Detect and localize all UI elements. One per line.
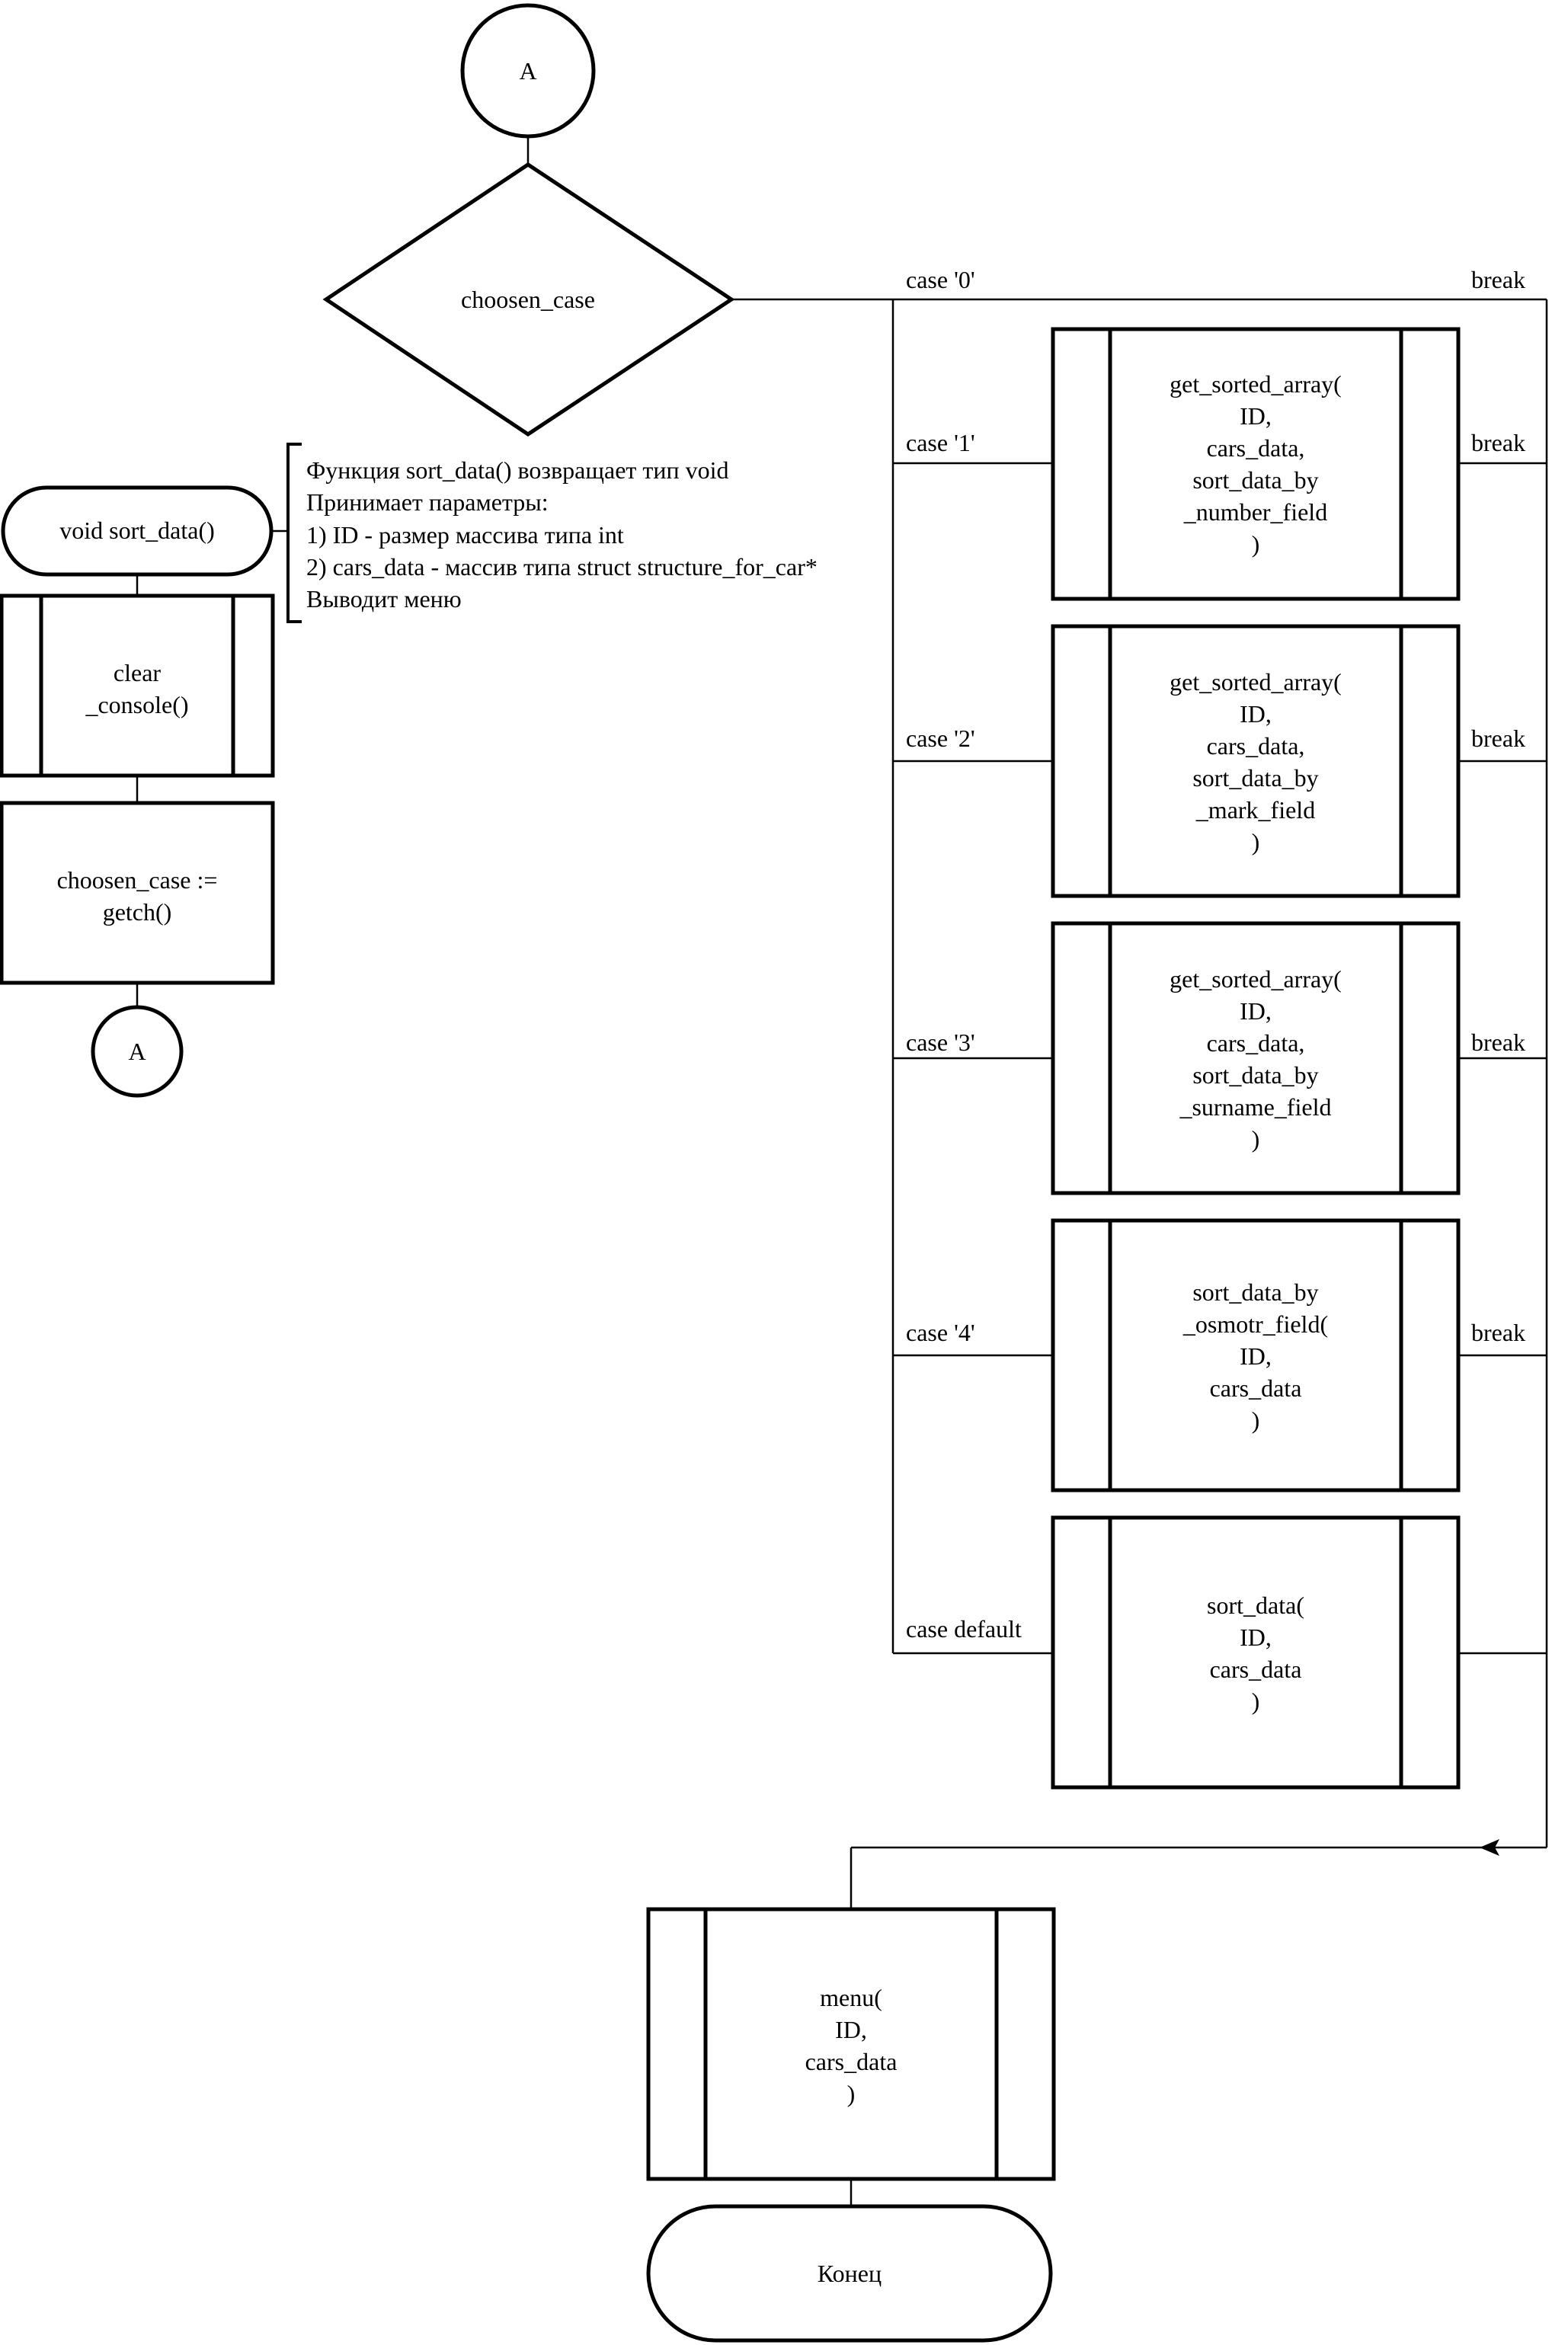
case-1-process xyxy=(1051,327,1461,601)
assign-process xyxy=(0,801,275,985)
comment-line-2: Принимает параметры: xyxy=(306,488,549,516)
case-2-process xyxy=(1051,624,1461,898)
case-4-process xyxy=(1051,1218,1461,1492)
case-default-label: case default xyxy=(906,1615,1022,1643)
case-4-call-line-2: _osmotr_field( xyxy=(1182,1310,1328,1338)
case-3-call-line-6: ) xyxy=(1252,1125,1260,1153)
case-3-call-line-3: cars_data, xyxy=(1207,1029,1305,1057)
case-3-label: case '3' xyxy=(906,1029,975,1056)
decision-diamond xyxy=(322,162,735,437)
comment-line-4: 2) cars_data - массив типа struct struct… xyxy=(306,553,818,581)
case-3-break: break xyxy=(1471,1029,1525,1056)
connector-a-bottom xyxy=(91,1005,184,1098)
case-3-call-line-5: _surname_field xyxy=(1179,1093,1331,1121)
case-3-call-line-2: ID, xyxy=(1240,997,1272,1025)
case-1-call-line-1: get_sorted_array( xyxy=(1170,370,1342,398)
case-1-call-line-4: sort_data_by xyxy=(1192,466,1318,494)
case-3-call-line-4: sort_data_by xyxy=(1192,1061,1318,1089)
case-default-call-line-1: sort_data( xyxy=(1207,1592,1304,1619)
case-2-call-line-5: _mark_field xyxy=(1195,796,1315,824)
case-4-break: break xyxy=(1471,1319,1525,1346)
connector-a-top-label: A xyxy=(519,57,536,85)
start-terminal-label: void sort_data() xyxy=(59,517,215,544)
case-2-call-line-3: cars_data, xyxy=(1207,732,1305,760)
connector-a-bottom-label: A xyxy=(128,1038,146,1065)
case-default-call-line-3: cars_data xyxy=(1210,1656,1302,1683)
case-2-call-line-2: ID, xyxy=(1240,700,1272,728)
assign-line-2: getch() xyxy=(103,898,172,926)
case-0-label: case '0' xyxy=(906,266,975,293)
clear-console-process xyxy=(0,593,275,778)
menu-call-line-4: ) xyxy=(847,2080,856,2107)
case-default-call-line-4: ) xyxy=(1252,1688,1260,1715)
case-2-call-line-4: sort_data_by xyxy=(1192,764,1318,792)
case-1-call-line-6: ) xyxy=(1252,530,1260,558)
case-2-call-line-6: ) xyxy=(1252,828,1260,856)
case-4-call-line-5: ) xyxy=(1252,1406,1260,1434)
decision-label: choosen_case xyxy=(461,286,595,313)
clear-console-line-1: clear xyxy=(114,659,162,686)
comment-line-1: Функция sort_data() возвращает тип void xyxy=(306,456,729,484)
comment-line-5: Выводит меню xyxy=(306,585,462,613)
case-default-call-line-2: ID, xyxy=(1240,1624,1272,1651)
menu-process xyxy=(646,1907,1056,2181)
end-terminal xyxy=(646,2204,1053,2343)
case-4-call-line-3: ID, xyxy=(1240,1342,1272,1370)
case-0-break: break xyxy=(1471,266,1525,293)
case-3-process xyxy=(1051,921,1461,1195)
merge-arrowhead xyxy=(1480,1839,1499,1856)
case-1-break: break xyxy=(1471,429,1525,456)
case-1-call-line-5: _number_field xyxy=(1183,498,1327,526)
case-4-call-line-4: cars_data xyxy=(1210,1374,1302,1402)
case-1-label: case '1' xyxy=(906,429,975,456)
assign-line-1: choosen_case := xyxy=(57,866,218,894)
case-default-process xyxy=(1051,1515,1461,1790)
case-3-call-line-1: get_sorted_array( xyxy=(1170,965,1342,993)
menu-call-line-1: menu( xyxy=(820,1984,882,2011)
case-4-call-line-1: sort_data_by xyxy=(1192,1278,1318,1306)
menu-call-line-3: cars_data xyxy=(805,2048,898,2075)
comment-text: Функция sort_data() возвращает тип void … xyxy=(306,456,818,613)
case-2-label: case '2' xyxy=(906,725,975,752)
end-terminal-label: Конец xyxy=(818,2260,882,2287)
case-4-label: case '4' xyxy=(906,1319,975,1346)
clear-console-line-2: _console() xyxy=(85,691,188,718)
case-2-call-line-1: get_sorted_array( xyxy=(1170,668,1342,696)
menu-call-line-2: ID, xyxy=(835,2016,867,2043)
comment-line-3: 1) ID - размер массива типа int xyxy=(306,521,624,549)
case-1-call-line-3: cars_data, xyxy=(1207,434,1305,462)
case-1-call-line-2: ID, xyxy=(1240,402,1272,430)
comment-bracket xyxy=(286,443,302,623)
case-2-break: break xyxy=(1471,725,1525,752)
